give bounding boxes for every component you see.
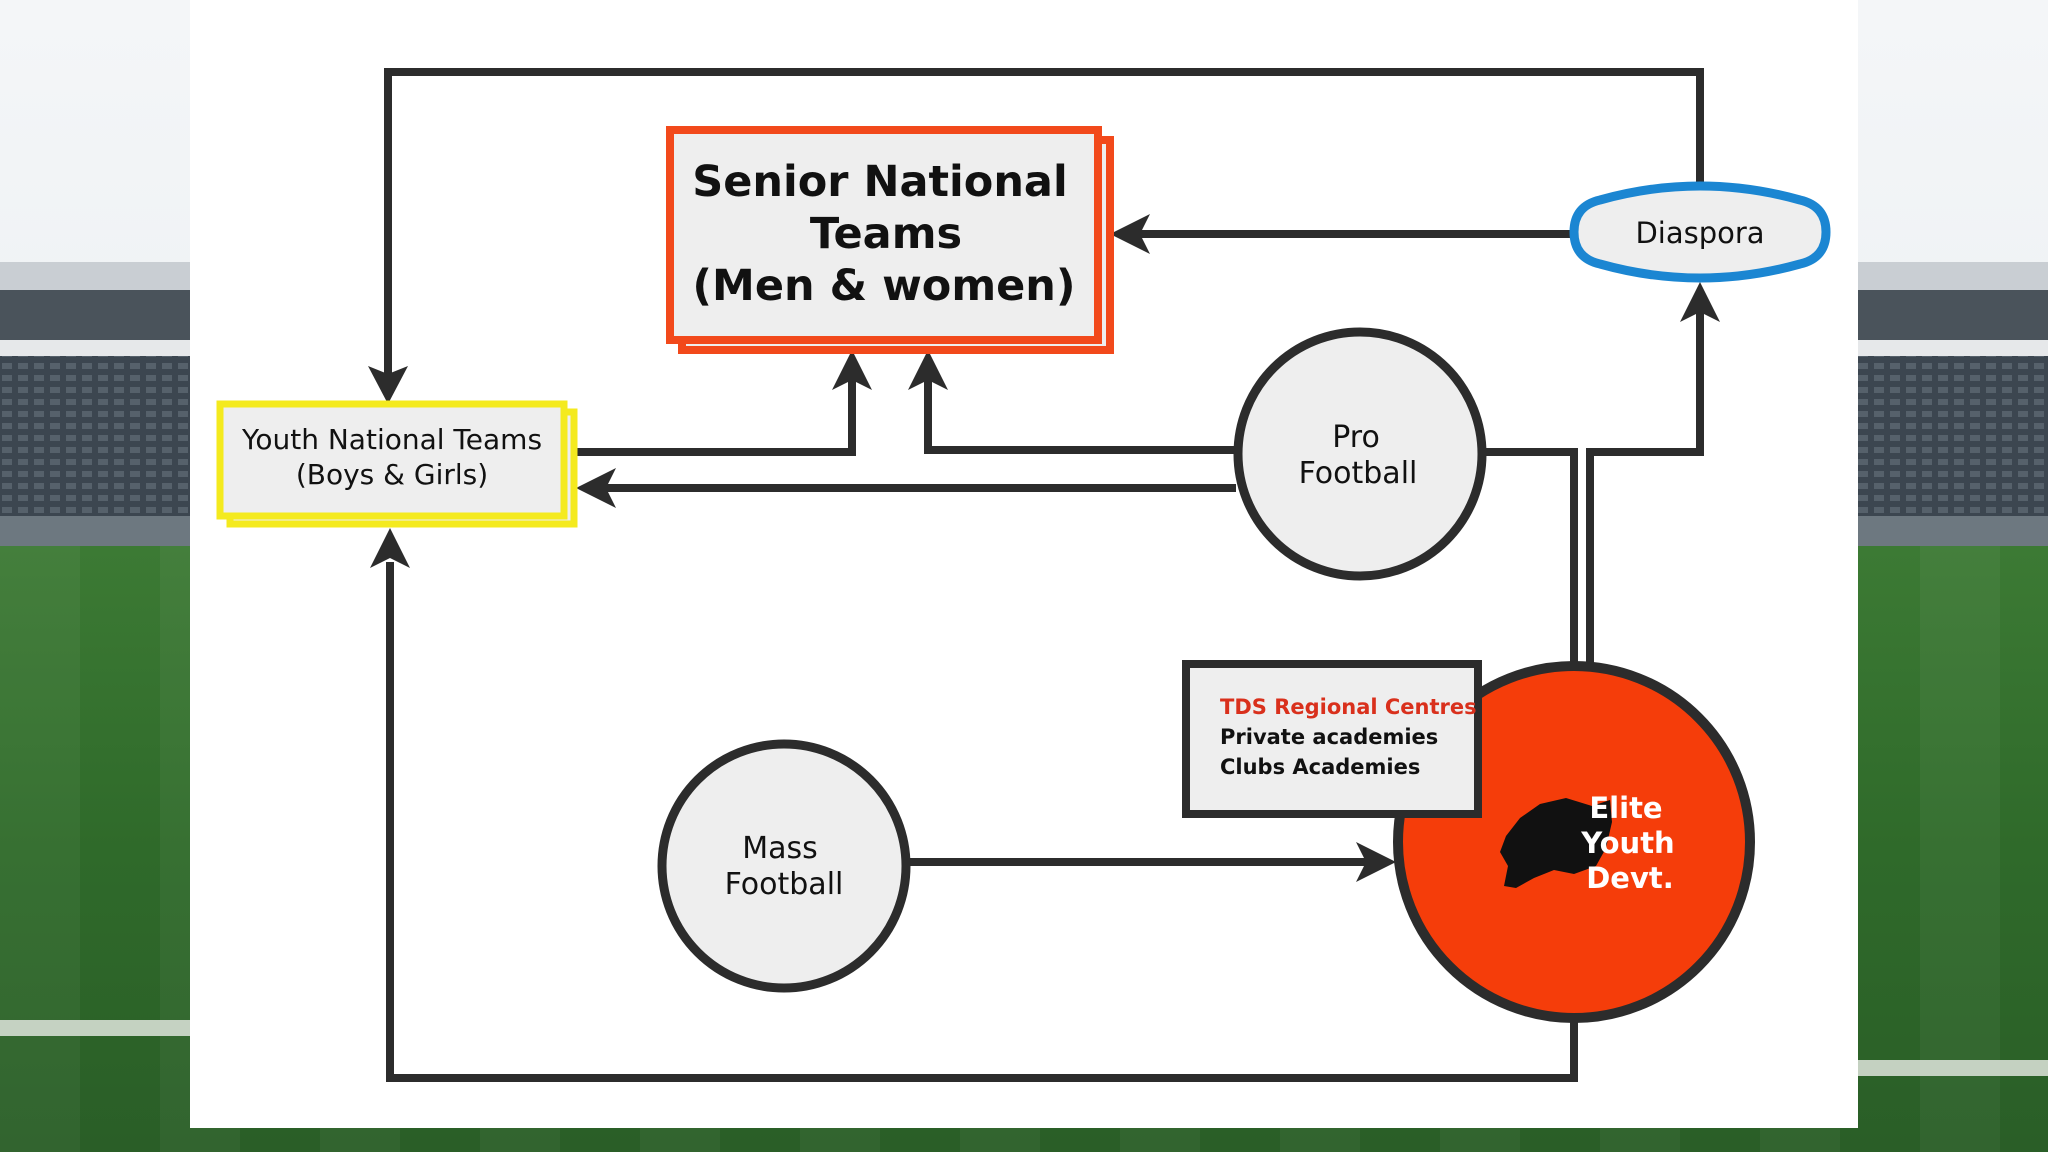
elite-label-line-1: Elite xyxy=(1589,791,1662,825)
connector-pro-to-elite xyxy=(1486,448,1578,664)
pathways-box: TDS Regional Centres Private academies C… xyxy=(1182,660,1482,818)
pathway-tds-regional-centres: TDS Regional Centres xyxy=(1220,695,1477,719)
youth-label-line-1: Youth National Teams xyxy=(241,423,542,456)
connector-diaspora-to-youth xyxy=(384,68,1704,378)
senior-node-box xyxy=(666,126,1102,344)
diaspora-node: Diaspora xyxy=(1569,181,1831,283)
senior-national-teams-node: Senior National Teams (Men & women) xyxy=(666,126,1114,354)
mass-label-line-2: Football xyxy=(725,867,844,902)
pathway-private-academies: Private academies xyxy=(1220,725,1438,749)
arrowhead-youth-from-pro xyxy=(576,468,616,508)
connectors xyxy=(384,68,1704,1082)
pro-football-circle xyxy=(1233,327,1487,581)
diaspora-shape xyxy=(1569,181,1831,283)
youth-national-teams-node: Youth National Teams (Boys & Girls) xyxy=(216,400,578,528)
senior-label-line-3: (Men & women) xyxy=(692,261,1075,311)
arrowhead-senior-from-pro xyxy=(908,350,948,390)
arrowhead-elite-from-mass xyxy=(1356,842,1396,882)
elite-youth-development-node: Elite Youth Devt. xyxy=(1393,661,1755,1023)
senior-label-line-1: Senior National xyxy=(692,157,1067,207)
mass-football-node: Mass Football xyxy=(657,739,911,993)
connector-pro-to-senior xyxy=(924,368,1236,454)
connector-elite-to-diaspora xyxy=(1586,308,1704,664)
pro-football-node: Pro Football xyxy=(1233,327,1487,581)
arrowhead-senior-from-youth xyxy=(832,350,872,390)
arrowhead-youth-top xyxy=(368,366,408,404)
pro-label-line-1: Pro xyxy=(1332,420,1380,455)
mass-football-circle xyxy=(657,739,911,993)
arrowhead-diaspora-from-elite xyxy=(1680,282,1720,322)
pathways-box-frame xyxy=(1182,660,1482,818)
arrowheads xyxy=(368,214,1720,882)
senior-label-line-2: Teams xyxy=(810,209,962,259)
youth-label-line-2: (Boys & Girls) xyxy=(296,458,488,491)
uganda-map-icon xyxy=(1500,798,1612,888)
arrowhead-senior-from-diaspora xyxy=(1110,214,1150,254)
youth-node-box xyxy=(216,400,568,520)
diaspora-label: Diaspora xyxy=(1635,216,1764,250)
connector-youth-to-senior xyxy=(574,368,856,456)
connector-elite-to-youth xyxy=(386,562,1578,1082)
elite-label-line-2: Youth xyxy=(1580,826,1674,860)
pathway-clubs-academies: Clubs Academies xyxy=(1220,755,1420,779)
pro-label-line-2: Football xyxy=(1299,456,1418,491)
mass-label-line-1: Mass xyxy=(742,831,818,866)
arrowhead-youth-bottom xyxy=(370,528,410,568)
elite-label-line-3: Devt. xyxy=(1586,861,1674,895)
